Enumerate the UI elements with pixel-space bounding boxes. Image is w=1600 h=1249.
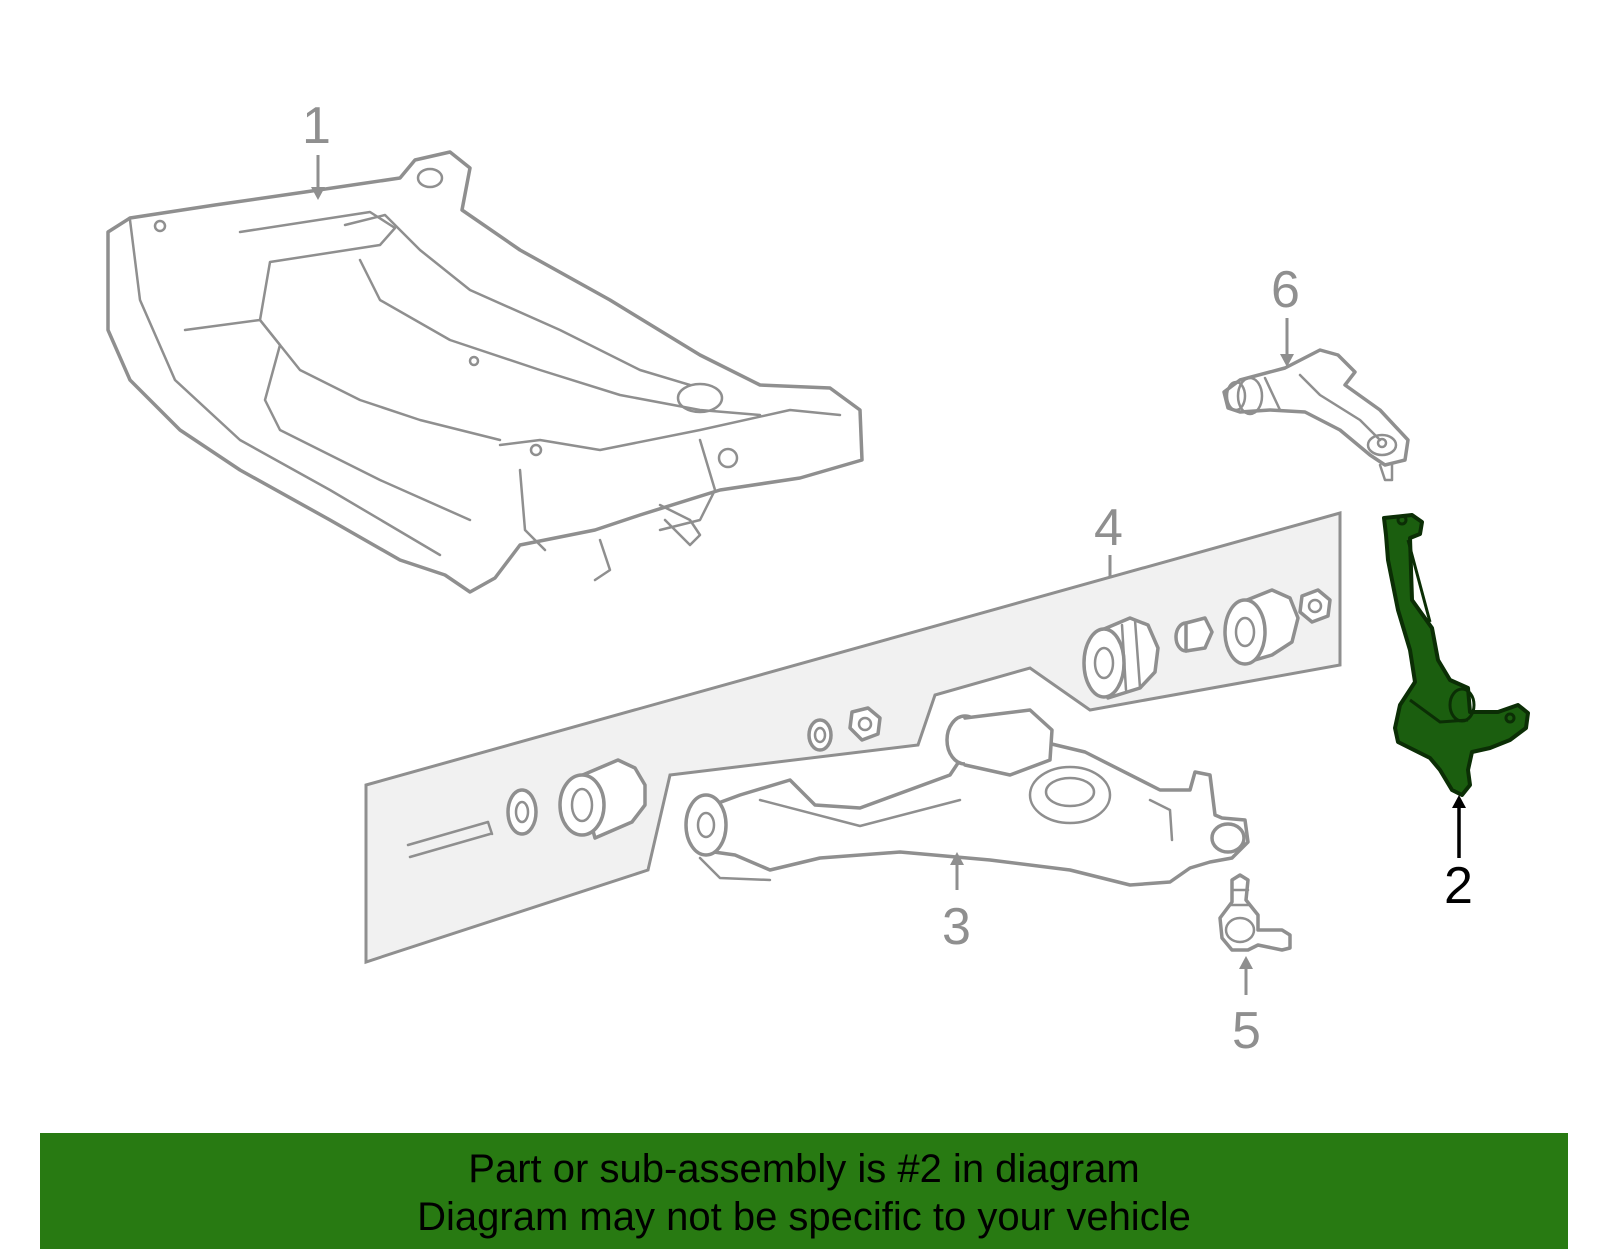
info-banner: Part or sub-assembly is #2 in diagram Di… [40,1133,1568,1249]
part-6-upper-control-arm[interactable] [1222,348,1410,482]
part-1-subframe[interactable] [106,150,864,594]
arrow-2 [1452,795,1466,808]
part-4-bushing-kit[interactable] [364,511,1342,965]
part-3-lower-control-arm[interactable] [684,708,1250,887]
banner-line-2: Diagram may not be specific to your vehi… [417,1195,1191,1239]
part-2-steering-knuckle[interactable] [1382,513,1530,797]
callout-3[interactable]: 3 [942,898,971,956]
banner-line-1: Part or sub-assembly is #2 in diagram [468,1147,1140,1191]
callout-2[interactable]: 2 [1444,857,1473,915]
callout-5[interactable]: 5 [1232,1002,1261,1060]
callout-4[interactable]: 4 [1094,499,1123,557]
callout-1[interactable]: 1 [302,97,331,155]
arrow-6 [1280,354,1294,367]
arrow-5 [1239,956,1253,969]
callout-6[interactable]: 6 [1271,261,1300,319]
arrow-1 [311,187,325,200]
arrow-3 [950,852,964,865]
part-5-ball-joint[interactable] [1218,873,1292,952]
